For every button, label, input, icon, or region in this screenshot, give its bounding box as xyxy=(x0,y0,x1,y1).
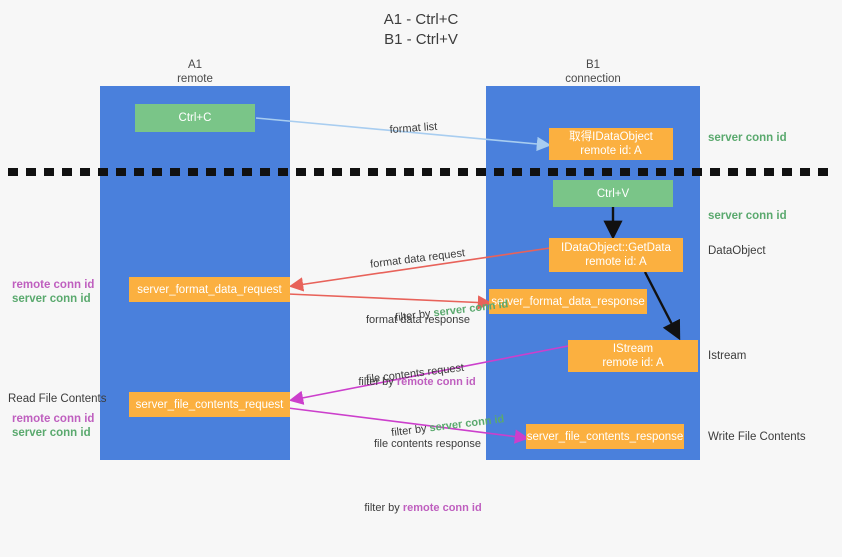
edge-label-fdreq-line1: format data request xyxy=(369,247,466,271)
label-remote-conn-id-upper: remote conn id xyxy=(12,279,95,291)
page-title: A1 - Ctrl+C B1 - Ctrl+V xyxy=(383,11,459,48)
diagram-canvas: A1 - Ctrl+C B1 - Ctrl+V A1 remote B1 con… xyxy=(8,11,834,514)
edge-label-fcres-key: remote conn id xyxy=(402,502,482,514)
label-read-file-contents: Read File Contents xyxy=(8,393,107,405)
edge-label-fcres-prefix: filter by xyxy=(364,502,403,514)
edge-label-format-list-line1: format list xyxy=(389,120,438,137)
edge-label-fdres-line2: filter by remote conn id xyxy=(340,361,476,403)
node-server-format-data-request[interactable]: server_format_data_request xyxy=(129,277,290,302)
node-idataobject-getdata[interactable]: IDataObject::GetData remote id: A xyxy=(549,238,683,272)
edge-label-fdres-key: remote conn id xyxy=(396,376,476,388)
edge-label-fdres-line1: format data response xyxy=(366,314,470,326)
node-server-format-data-response[interactable]: server_format_data_response xyxy=(489,289,647,314)
edge-label-format-data-response: format data response filter by remote co… xyxy=(358,285,475,431)
node-server-file-contents-response[interactable]: server_file_contents_response xyxy=(526,424,684,449)
node-istream[interactable]: IStream remote id: A xyxy=(568,340,698,372)
edge-label-file-contents-response: file contents response filter by remote … xyxy=(364,409,482,557)
column-header-a1: A1 remote xyxy=(177,59,213,85)
edge-label-format-list: format list xyxy=(376,106,439,152)
edge-label-fdres-prefix: filter by xyxy=(358,376,397,388)
node-ctrl-c[interactable]: Ctrl+C xyxy=(135,104,255,132)
label-istream: Istream xyxy=(708,350,747,362)
label-server-conn-id-second: server conn id xyxy=(708,210,787,222)
node-ctrl-v[interactable]: Ctrl+V xyxy=(553,180,673,207)
label-server-conn-id-top: server conn id xyxy=(708,132,787,144)
label-server-conn-id-lower: server conn id xyxy=(12,427,91,439)
node-idataobject-remote[interactable]: 取得IDataObject remote id: A xyxy=(549,128,673,160)
edge-label-fcreq-line1: file contents request xyxy=(365,361,465,386)
label-server-conn-id-upper: server conn id xyxy=(12,293,91,305)
label-write-file-contents: Write File Contents xyxy=(708,431,806,443)
column-header-b1: B1 connection xyxy=(565,59,621,85)
edge-label-fcres-line2: filter by remote conn id xyxy=(346,487,482,529)
node-server-file-contents-request[interactable]: server_file_contents_request xyxy=(129,392,290,417)
label-remote-conn-id-lower: remote conn id xyxy=(12,413,95,425)
edge-label-fcres-line1: file contents response xyxy=(374,438,482,450)
label-dataobject: DataObject xyxy=(708,245,766,257)
